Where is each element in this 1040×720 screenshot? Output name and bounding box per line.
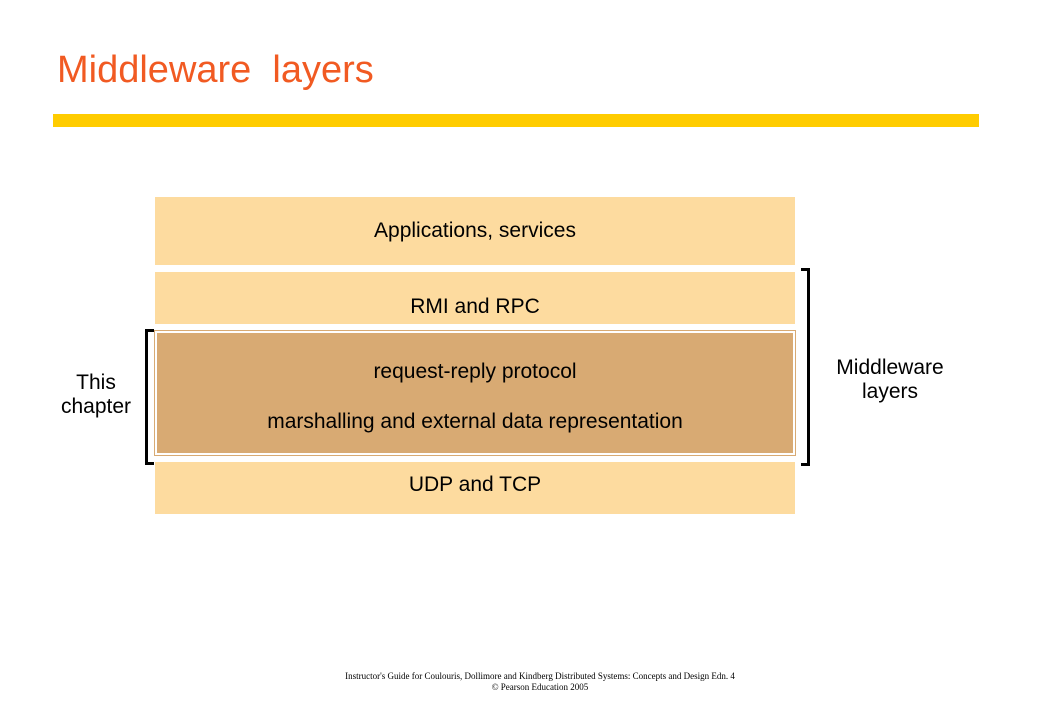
layer-request-reply-marshalling: request-reply protocol marshalling and e…: [154, 330, 796, 456]
copyright-footer: Instructor's Guide for Coulouris, Dollim…: [0, 671, 1040, 693]
layer-applications-label: Applications, services: [374, 219, 576, 242]
slide-title: Middleware layers: [57, 49, 374, 91]
layer-request-reply-label: request-reply protocol: [373, 360, 577, 383]
this-chapter-bracket: [145, 329, 154, 465]
this-chapter-line2: chapter: [60, 395, 132, 418]
layer-udp-tcp: UDP and TCP: [155, 462, 795, 514]
layer-rmi-rpc: RMI and RPC: [155, 272, 795, 324]
middleware-layers-bracket: [801, 268, 810, 466]
this-chapter-label: This chapter: [56, 371, 136, 419]
this-chapter-line1: This: [76, 371, 116, 394]
title-underline-bar: [53, 114, 979, 127]
footer-line1: Instructor's Guide for Coulouris, Dollim…: [345, 671, 735, 681]
layer-udp-tcp-label: UDP and TCP: [408, 473, 542, 496]
middleware-layers-line1: Middleware: [836, 356, 944, 379]
footer-line2: © Pearson Education 2005: [491, 682, 589, 692]
middleware-layers-line2: layers: [861, 380, 919, 403]
layer-rmi-rpc-label: RMI and RPC: [410, 295, 540, 318]
layer-marshalling-label: marshalling and external data representa…: [267, 410, 683, 433]
layer-applications: Applications, services: [155, 197, 795, 265]
middleware-layers-label: Middleware layers: [830, 356, 950, 404]
